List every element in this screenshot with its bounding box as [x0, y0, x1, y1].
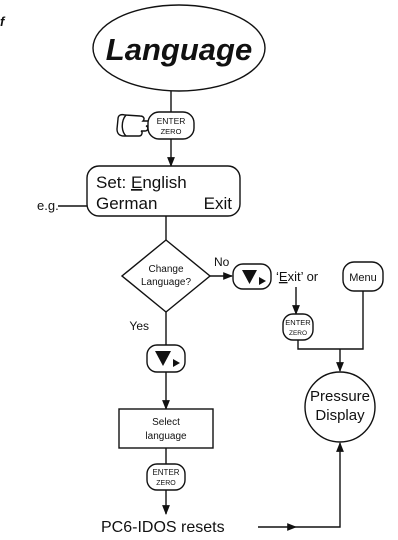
menu-key[interactable]: Menu: [342, 261, 384, 292]
title-node: Language: [92, 4, 266, 92]
decision-line2: Language?: [141, 277, 191, 288]
lcd-display: Set: English German Exit: [86, 165, 241, 217]
change-language-decision: Change Language?: [120, 239, 212, 313]
enter-key-label: ENTER: [152, 468, 179, 477]
pressure-line2: Display: [315, 407, 365, 424]
yes-label: Yes: [129, 319, 149, 333]
title-text: Language: [106, 32, 252, 67]
enter-key-label: ENTER: [285, 318, 311, 327]
display-line2-left: German: [96, 194, 157, 213]
corner-mark: f: [0, 14, 6, 29]
pointing-hand-icon: [116, 113, 152, 137]
decision-line1: Change: [148, 264, 183, 275]
enter-key-label: ENTER: [157, 116, 186, 126]
no-label: No: [214, 255, 230, 269]
zero-key-label: ZERO: [161, 127, 182, 136]
pressure-line1: Pressure: [310, 388, 370, 405]
right-arrow-icon: [173, 359, 180, 367]
enter-zero-key[interactable]: ENTER ZERO: [147, 111, 195, 140]
display-line1: Set: English: [96, 173, 187, 192]
connector-enter-merge: [297, 340, 340, 350]
zero-key-label: ZERO: [289, 330, 307, 337]
menu-key-label: Menu: [349, 272, 377, 284]
select-line2: language: [145, 431, 187, 442]
example-label: e.g.: [37, 198, 59, 213]
pressure-display-node: Pressure Display: [304, 371, 376, 443]
exit-or-label: ‘Exit’ or: [276, 269, 319, 284]
zero-key-label: ZERO: [156, 480, 176, 487]
connector-menu-merge: [340, 291, 364, 350]
down-arrow-icon: [155, 351, 171, 366]
right-arrow-icon: [259, 277, 266, 285]
select-line1: Select: [152, 417, 180, 428]
display-line2-right: Exit: [204, 194, 233, 213]
enter-zero-key-confirm[interactable]: ENTER ZERO: [146, 463, 186, 491]
connector-resets-pressure: [296, 442, 344, 528]
resets-label: PC6-IDOS resets: [101, 519, 225, 536]
down-arrow-key-left[interactable]: [146, 344, 186, 373]
enter-zero-key-exit[interactable]: ENTER ZERO: [282, 313, 314, 341]
down-arrow-icon: [242, 270, 257, 284]
down-arrow-key-right[interactable]: [232, 263, 272, 290]
select-language-box: Select language: [118, 408, 214, 449]
